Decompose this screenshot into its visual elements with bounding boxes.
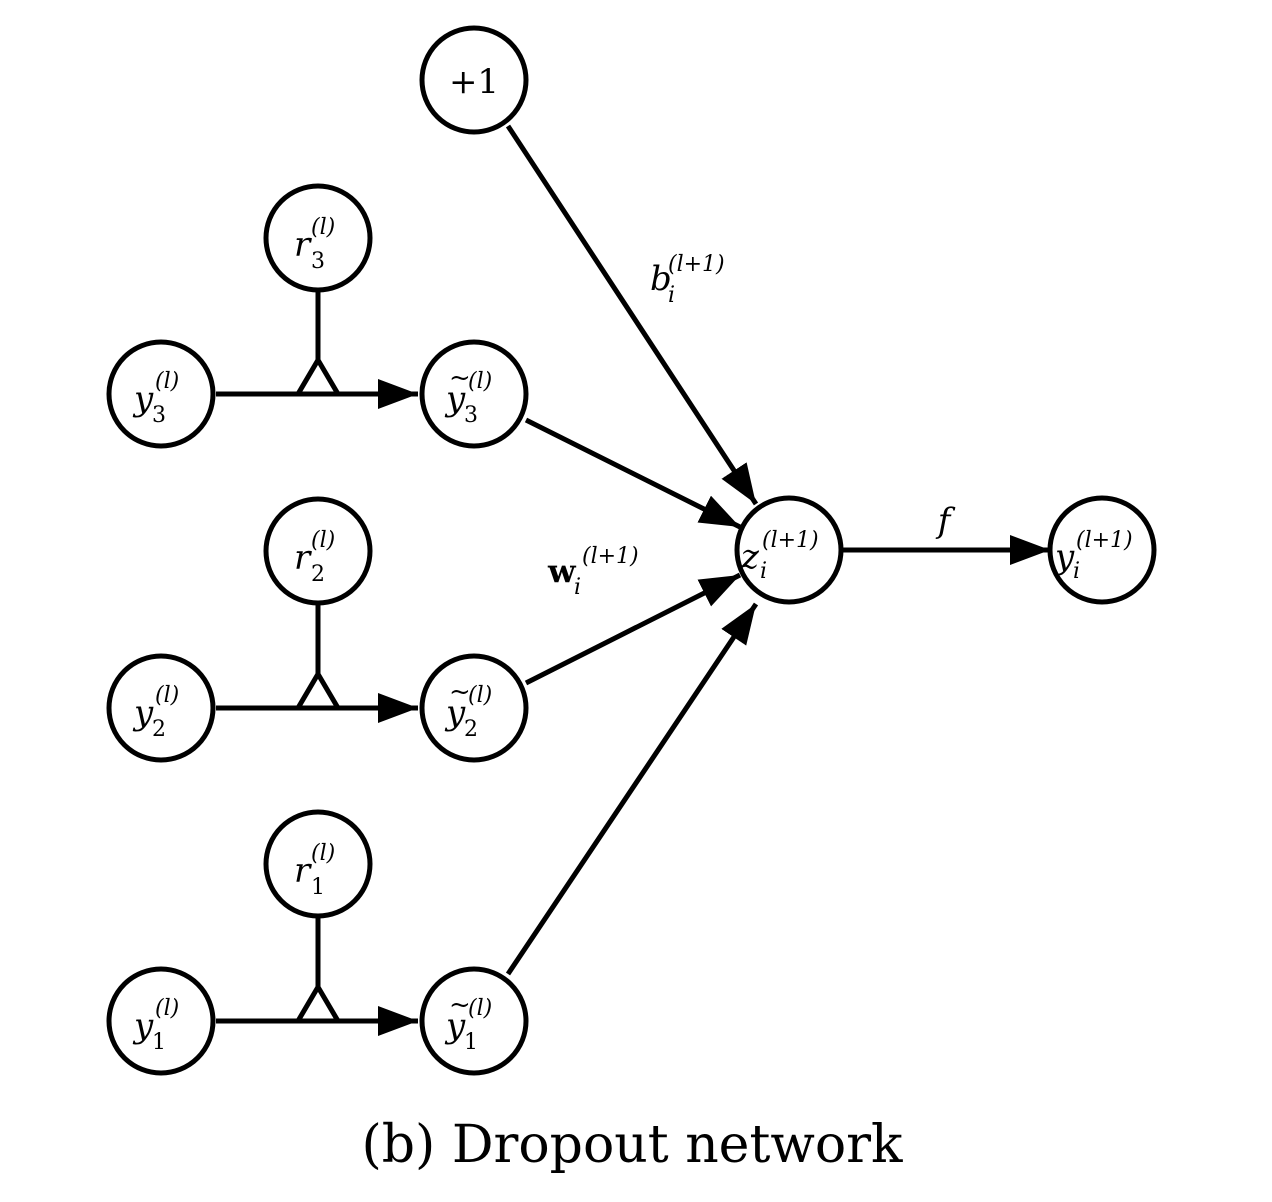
retain-node-2-sub: 2 <box>311 562 325 587</box>
thinned-node-1: y ~ 1 (l) <box>419 966 529 1076</box>
output-node-sub: i <box>1073 559 1080 584</box>
retain-node-3-sup: (l) <box>311 215 335 240</box>
bias-node-label: +1 <box>449 62 499 102</box>
thinned-node-3-sup: (l) <box>468 369 492 394</box>
output-node: y i (l+1) <box>1047 495 1157 605</box>
input-node-1-sub: 1 <box>152 1030 166 1055</box>
thinned-node-3-tilde: ~ <box>449 363 471 393</box>
weight-edge-2 <box>524 572 742 686</box>
input-node-3-base: y <box>132 379 154 419</box>
row-edge-1 <box>216 916 418 1036</box>
weights-label-base: w <box>547 552 577 590</box>
figure-caption: (b) Dropout network <box>361 1115 903 1175</box>
input-node-3-sup: (l) <box>155 369 179 394</box>
retain-node-2-base: r <box>294 538 312 578</box>
bias-weight-label-sub: i <box>668 283 675 308</box>
retain-node-1-sub: 1 <box>311 875 325 900</box>
weights-label-sub: i <box>574 575 581 600</box>
thinned-node-1-base: y <box>444 1006 466 1046</box>
thinned-node-1-sub: 1 <box>464 1030 478 1055</box>
input-node-3-sub: 3 <box>152 403 166 428</box>
bias-weight-label-base: b <box>650 259 672 299</box>
thinned-node-1-tilde: ~ <box>449 990 471 1020</box>
z-node-sup: (l+1) <box>762 528 819 553</box>
z-node-sub: i <box>760 559 767 584</box>
input-node-2-base: y <box>132 693 154 733</box>
thinned-node-2-sub: 2 <box>464 717 478 742</box>
retain-node-1: r 1 (l) <box>263 809 373 919</box>
bias-weight-label-sup: (l+1) <box>668 252 725 277</box>
thinned-node-2-tilde: ~ <box>449 677 471 707</box>
retain-node-2-sup: (l) <box>311 528 335 553</box>
input-node-2: y 2 (l) <box>106 653 216 763</box>
retain-node-3: r 3 (l) <box>263 183 373 293</box>
thinned-node-2-base: y <box>444 693 466 733</box>
row-edge-2 <box>216 603 418 723</box>
thinned-node-3-sub: 3 <box>464 403 478 428</box>
input-node-3: y 3 (l) <box>106 339 216 449</box>
retain-node-1-sup: (l) <box>311 841 335 866</box>
retain-node-3-base: r <box>294 225 312 265</box>
activation-label: f <box>935 501 956 541</box>
input-node-2-sup: (l) <box>155 683 179 708</box>
thinned-node-3: y ~ 3 (l) <box>419 339 529 449</box>
weight-edge-3 <box>524 417 742 530</box>
thinned-node-3-base: y <box>444 379 466 419</box>
bias-edge <box>505 124 759 506</box>
output-node-base: y <box>1053 537 1075 577</box>
retain-node-2: r 2 (l) <box>263 496 373 606</box>
thinned-node-2: y ~ 2 (l) <box>419 653 529 763</box>
weights-label-sup: (l+1) <box>582 544 639 569</box>
output-node-sup: (l+1) <box>1076 528 1133 553</box>
input-node-1-sup: (l) <box>155 996 179 1021</box>
row-edge-3 <box>216 290 418 409</box>
thinned-node-2-sup: (l) <box>468 683 492 708</box>
input-node-1-base: y <box>132 1006 154 1046</box>
input-node-1: y 1 (l) <box>106 966 216 1076</box>
weight-edge-1 <box>505 602 759 976</box>
retain-node-1-base: r <box>294 851 312 891</box>
thinned-node-1-sup: (l) <box>468 996 492 1021</box>
bias-node: +1 <box>419 25 529 135</box>
retain-node-3-sub: 3 <box>311 249 325 274</box>
bias-weight-label: b i (l+1) <box>650 252 725 308</box>
input-node-2-sub: 2 <box>152 717 166 742</box>
weights-label: w i (l+1) <box>547 544 639 600</box>
z-node: z i (l+1) <box>734 495 844 605</box>
z-node-base: z <box>740 537 760 577</box>
